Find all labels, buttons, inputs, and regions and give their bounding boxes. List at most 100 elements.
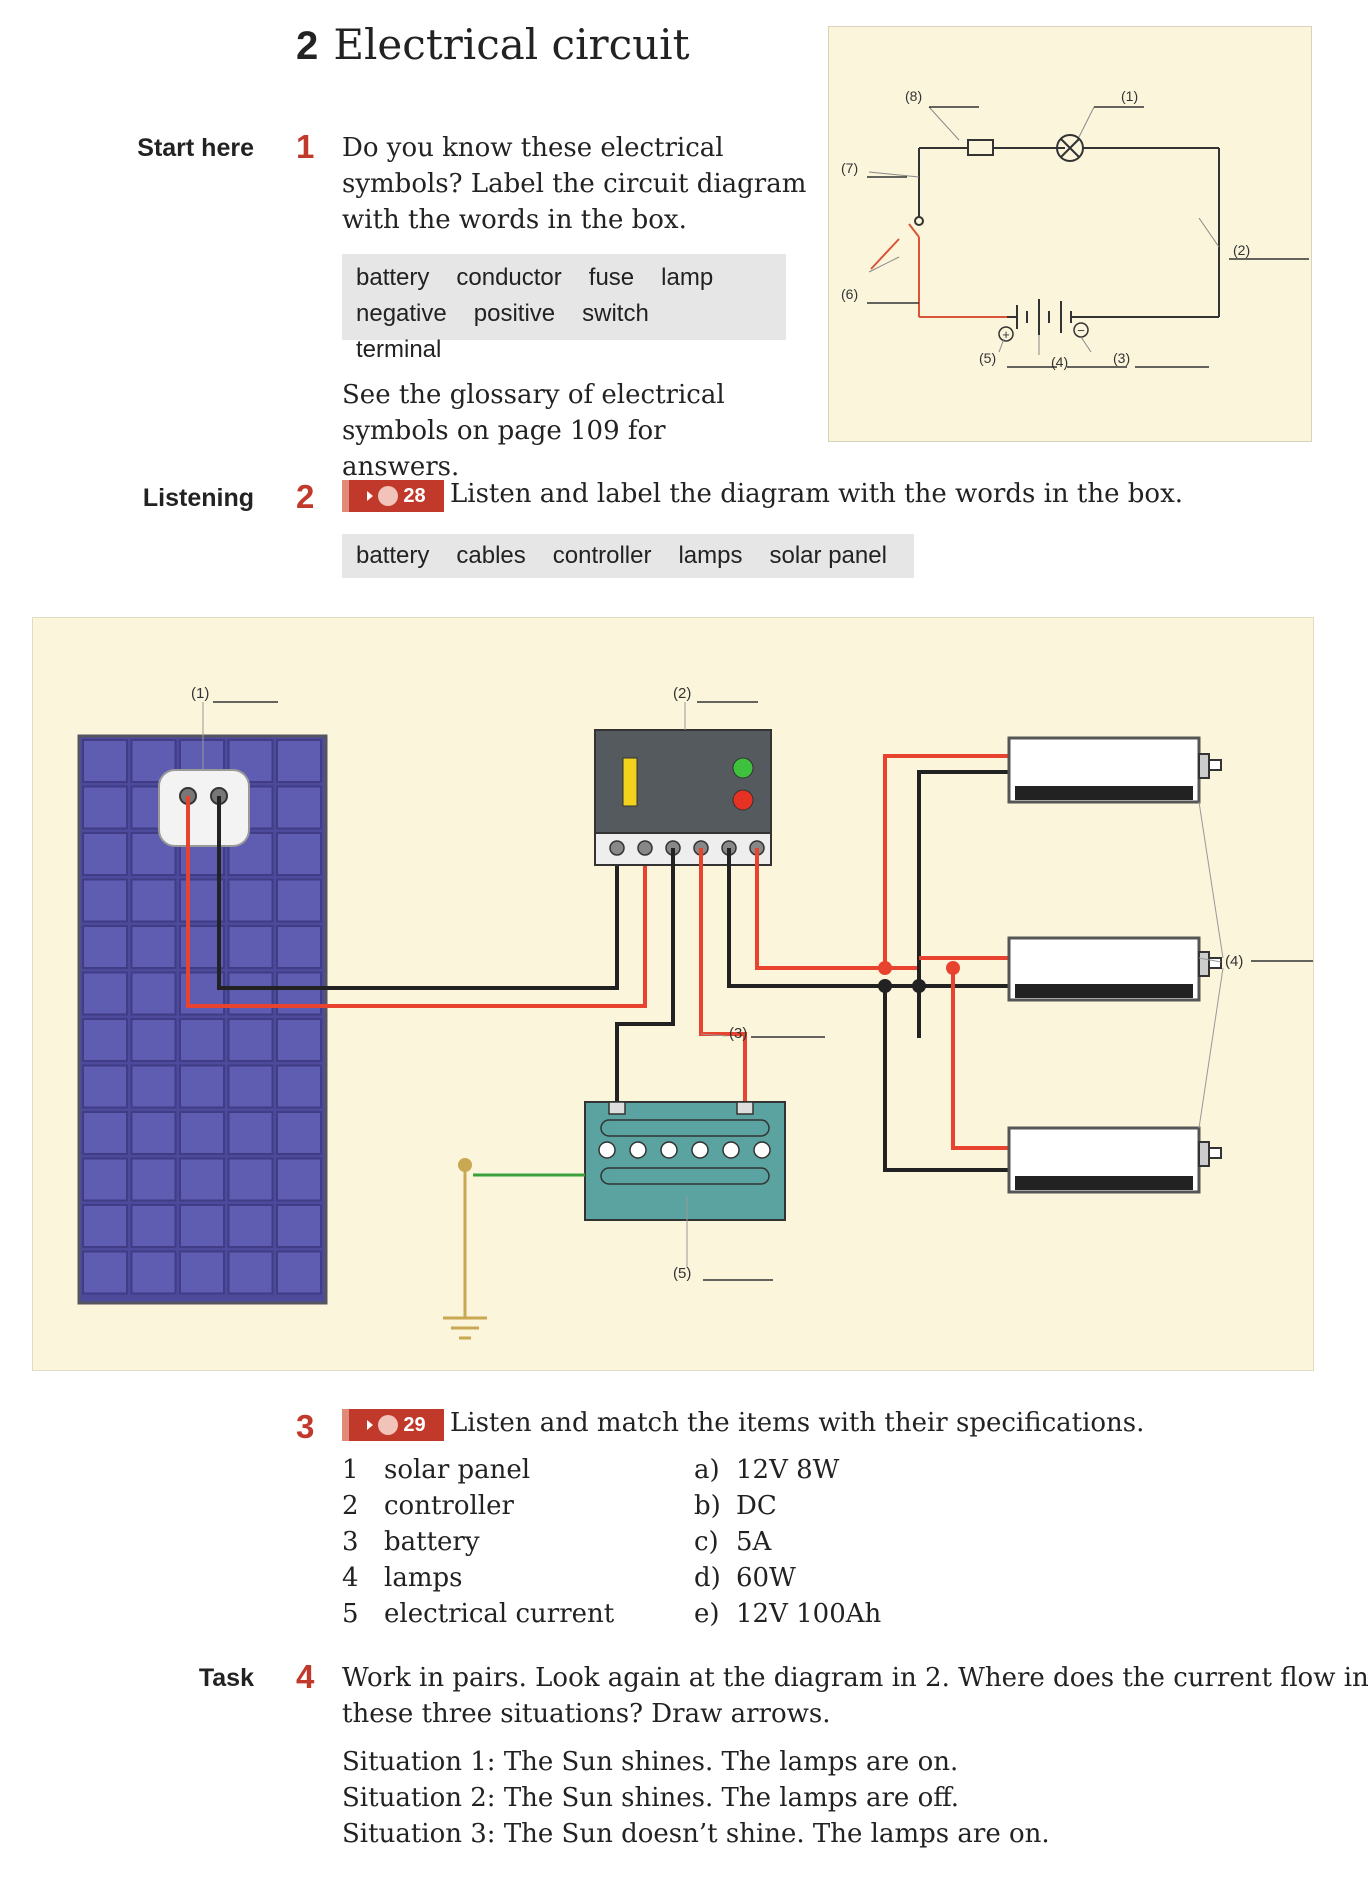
list-item: d)60W — [694, 1563, 796, 1593]
solar-cell — [82, 1111, 128, 1155]
solar-cell — [130, 1111, 177, 1155]
task-label: Task — [198, 1664, 254, 1692]
listening-label: Listening — [142, 484, 254, 512]
solar-cell — [276, 785, 322, 830]
switch-symbol — [908, 223, 920, 238]
list-item: a)12V 8W — [694, 1455, 840, 1485]
solar-cell — [179, 1204, 225, 1248]
solar-cell — [227, 878, 274, 923]
solar-cell — [82, 832, 128, 876]
label-5: (5) — [979, 350, 996, 366]
solar-cell — [227, 1064, 274, 1109]
cable-red-battery — [699, 848, 747, 1108]
solar-cell — [276, 1064, 322, 1109]
solar-cell — [82, 1064, 128, 1109]
negative-sign: − — [1077, 323, 1085, 338]
solar-cell — [179, 1157, 225, 1202]
solar-cell — [276, 1157, 322, 1202]
junction-box — [158, 769, 250, 847]
solar-system-diagram: (1) (2) (3) (4) (5) — [32, 617, 1314, 1371]
exercise-3-number: 3 — [296, 1408, 315, 1445]
instruction-line: symbols? Label the circuit diagram — [342, 169, 807, 199]
solar-cell — [227, 1157, 274, 1202]
solar-cell — [130, 1064, 177, 1109]
solar-cell — [276, 1204, 322, 1248]
label-3: (3) — [1113, 350, 1130, 366]
label-2: (2) — [1233, 242, 1250, 258]
play-icon — [367, 491, 374, 501]
lamp-top — [1007, 736, 1222, 804]
unit-heading: 2 Electrical circuit — [296, 20, 689, 70]
situation-2: Situation 2: The Sun shines. The lamps a… — [342, 1783, 960, 1813]
solar-cell — [82, 1157, 128, 1202]
cd-icon — [378, 1415, 399, 1435]
note-line: symbols on page 109 for answers. — [342, 416, 666, 482]
solar-cell — [276, 925, 322, 969]
solar-label-1: (1) — [191, 685, 209, 702]
solar-cell — [276, 832, 322, 876]
list-item: b)DC — [694, 1491, 777, 1521]
red-indicator-light — [732, 789, 754, 811]
start-here-label: Start here — [137, 134, 254, 162]
lamp-middle — [1007, 936, 1222, 1002]
solar-cell — [130, 1204, 177, 1248]
word-conductor: conductor — [456, 264, 562, 291]
circuit-diagram: + − (8) (1) (2) (3) (4) ( — [828, 26, 1312, 442]
circuit-diagram-svg: + − (8) (1) (2) (3) (4) ( — [841, 88, 1309, 370]
solar-cell — [276, 1018, 322, 1062]
cd-icon — [378, 486, 399, 506]
solar-cell — [82, 925, 128, 969]
cable-black-panel — [217, 796, 619, 990]
solar-cell — [276, 1250, 322, 1295]
positive-terminal-circle — [998, 326, 1014, 342]
label-7: (7) — [841, 160, 858, 176]
word-switch: switch — [582, 300, 649, 327]
exercise-4-instruction: Work in pairs. Look again at the diagram… — [342, 1660, 1369, 1732]
track-number: 29 — [403, 1413, 426, 1436]
label-6: (6) — [841, 286, 858, 302]
solar-diagram-svg: (1) (2) (3) (4) (5) — [77, 685, 1313, 1340]
exercise-3-instruction: Listen and match the items with their sp… — [450, 1408, 1145, 1438]
word-negative: negative — [356, 300, 447, 327]
word-lamp: lamp — [661, 264, 714, 291]
exercise-2-number: 2 — [296, 478, 315, 515]
play-icon — [367, 1420, 374, 1430]
solar-cell — [227, 1111, 274, 1155]
battery — [584, 1101, 786, 1221]
positive-sign: + — [1002, 327, 1010, 342]
solar-cell — [82, 785, 128, 830]
solar-cell — [179, 1250, 225, 1295]
exercise-1-number: 1 — [296, 128, 315, 165]
instruction-line: Do you know these electrical — [342, 133, 724, 163]
solar-cell — [276, 878, 322, 923]
solar-cell — [227, 1204, 274, 1248]
glossary-note: See the glossary of electrical symbols o… — [342, 377, 782, 485]
solar-cell — [82, 971, 128, 1016]
solar-cell — [227, 1250, 274, 1295]
word-battery: battery — [356, 542, 430, 569]
solar-cell — [130, 878, 177, 923]
situation-1: Situation 1: The Sun shines. The lamps a… — [342, 1747, 959, 1777]
solar-cell — [130, 1157, 177, 1202]
specs-list: a)12V 8W b)DC c)5A d)60W e)12V 100Ah — [694, 1452, 994, 1632]
solar-cell — [82, 1018, 128, 1062]
unit-number: 2 — [296, 24, 319, 68]
controller — [594, 729, 772, 866]
word-solar-panel: solar panel — [769, 542, 887, 569]
audio-track-28-button[interactable]: 28 — [342, 480, 444, 512]
solar-label-3: (3) — [729, 1025, 747, 1042]
label-8: (8) — [905, 88, 922, 104]
green-indicator-light — [732, 757, 754, 779]
solar-cell — [276, 971, 322, 1016]
audio-track-29-button[interactable]: 29 — [342, 1409, 444, 1441]
track-number: 28 — [403, 484, 426, 507]
solar-cell — [130, 1250, 177, 1295]
solar-cell — [179, 1064, 225, 1109]
instruction-line: with the words in the box. — [342, 205, 687, 235]
